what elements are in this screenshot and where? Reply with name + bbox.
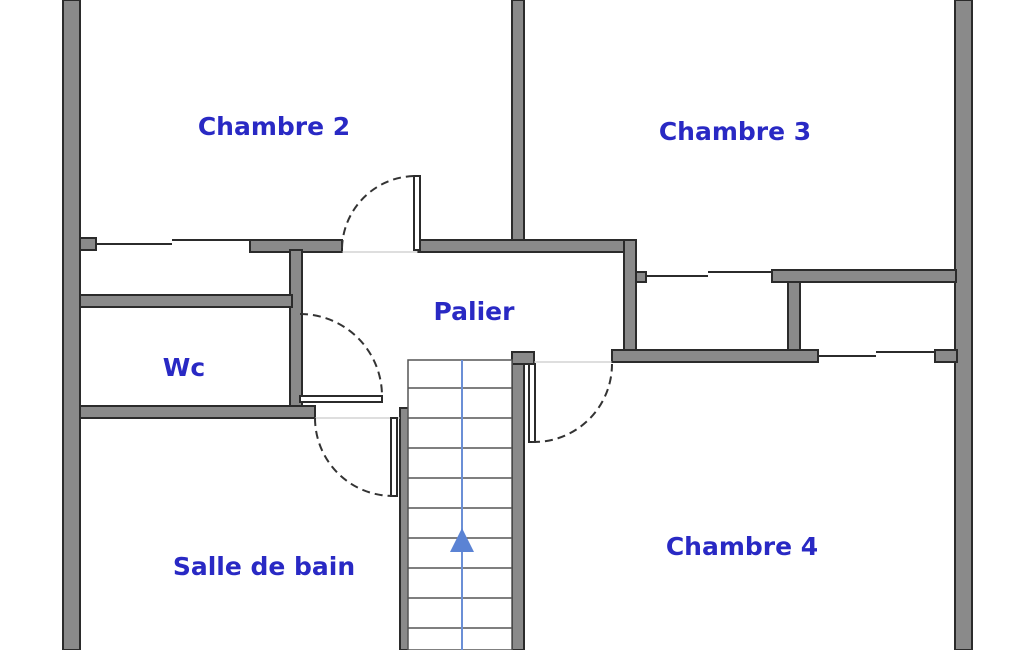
thin-openings [96, 239, 935, 419]
room-label-palier: Palier [434, 297, 516, 326]
wall-chambre4-top-left [611, 349, 819, 363]
door-swing-wc [299, 313, 383, 397]
door-swing-bain [314, 417, 394, 497]
wall-chambre4-top-right [934, 349, 958, 363]
room-label-chambre-4: Chambre 4 [666, 532, 818, 561]
wall-chambre2-bottom-left [79, 237, 97, 251]
door-leaf-bain [390, 417, 398, 497]
wall-left-exterior [62, 0, 81, 650]
door-leaf-chambre2 [413, 175, 421, 251]
wall-closet-left-right [289, 249, 303, 413]
door-leaf-chambre4 [528, 363, 536, 443]
wall-chambre3-bottom [771, 269, 957, 283]
room-label-chambre-2: Chambre 2 [198, 112, 350, 141]
stair-treads [408, 387, 512, 629]
room-label-salle-de-bain: Salle de bain [173, 552, 355, 581]
wall-chambre2-chambre3 [511, 0, 525, 247]
wall-wc-bottom [79, 405, 316, 419]
wall-palier-top [417, 239, 633, 253]
door-leaf-wc [299, 395, 383, 403]
stair-arrow-icon [450, 528, 474, 552]
room-label-chambre-3: Chambre 3 [659, 117, 811, 146]
wall-closet-wc-divider [79, 294, 293, 308]
wall-palier-right [623, 239, 637, 363]
wall-stair-right-cap [511, 351, 535, 365]
wall-closet-divider-right [787, 281, 801, 361]
doors [299, 175, 613, 497]
stair-outline [407, 359, 513, 650]
door-swing-chambre2 [341, 175, 417, 249]
staircase [407, 359, 513, 650]
wall-right-exterior [954, 0, 973, 650]
wall-chambre3-bottom-left [635, 271, 647, 283]
door-swing-chambre4 [531, 363, 613, 444]
room-labels: Chambre 2 Chambre 3 Palier Wc Salle de b… [163, 112, 818, 581]
wall-stair-right [511, 351, 525, 650]
room-label-wc: Wc [163, 353, 205, 382]
